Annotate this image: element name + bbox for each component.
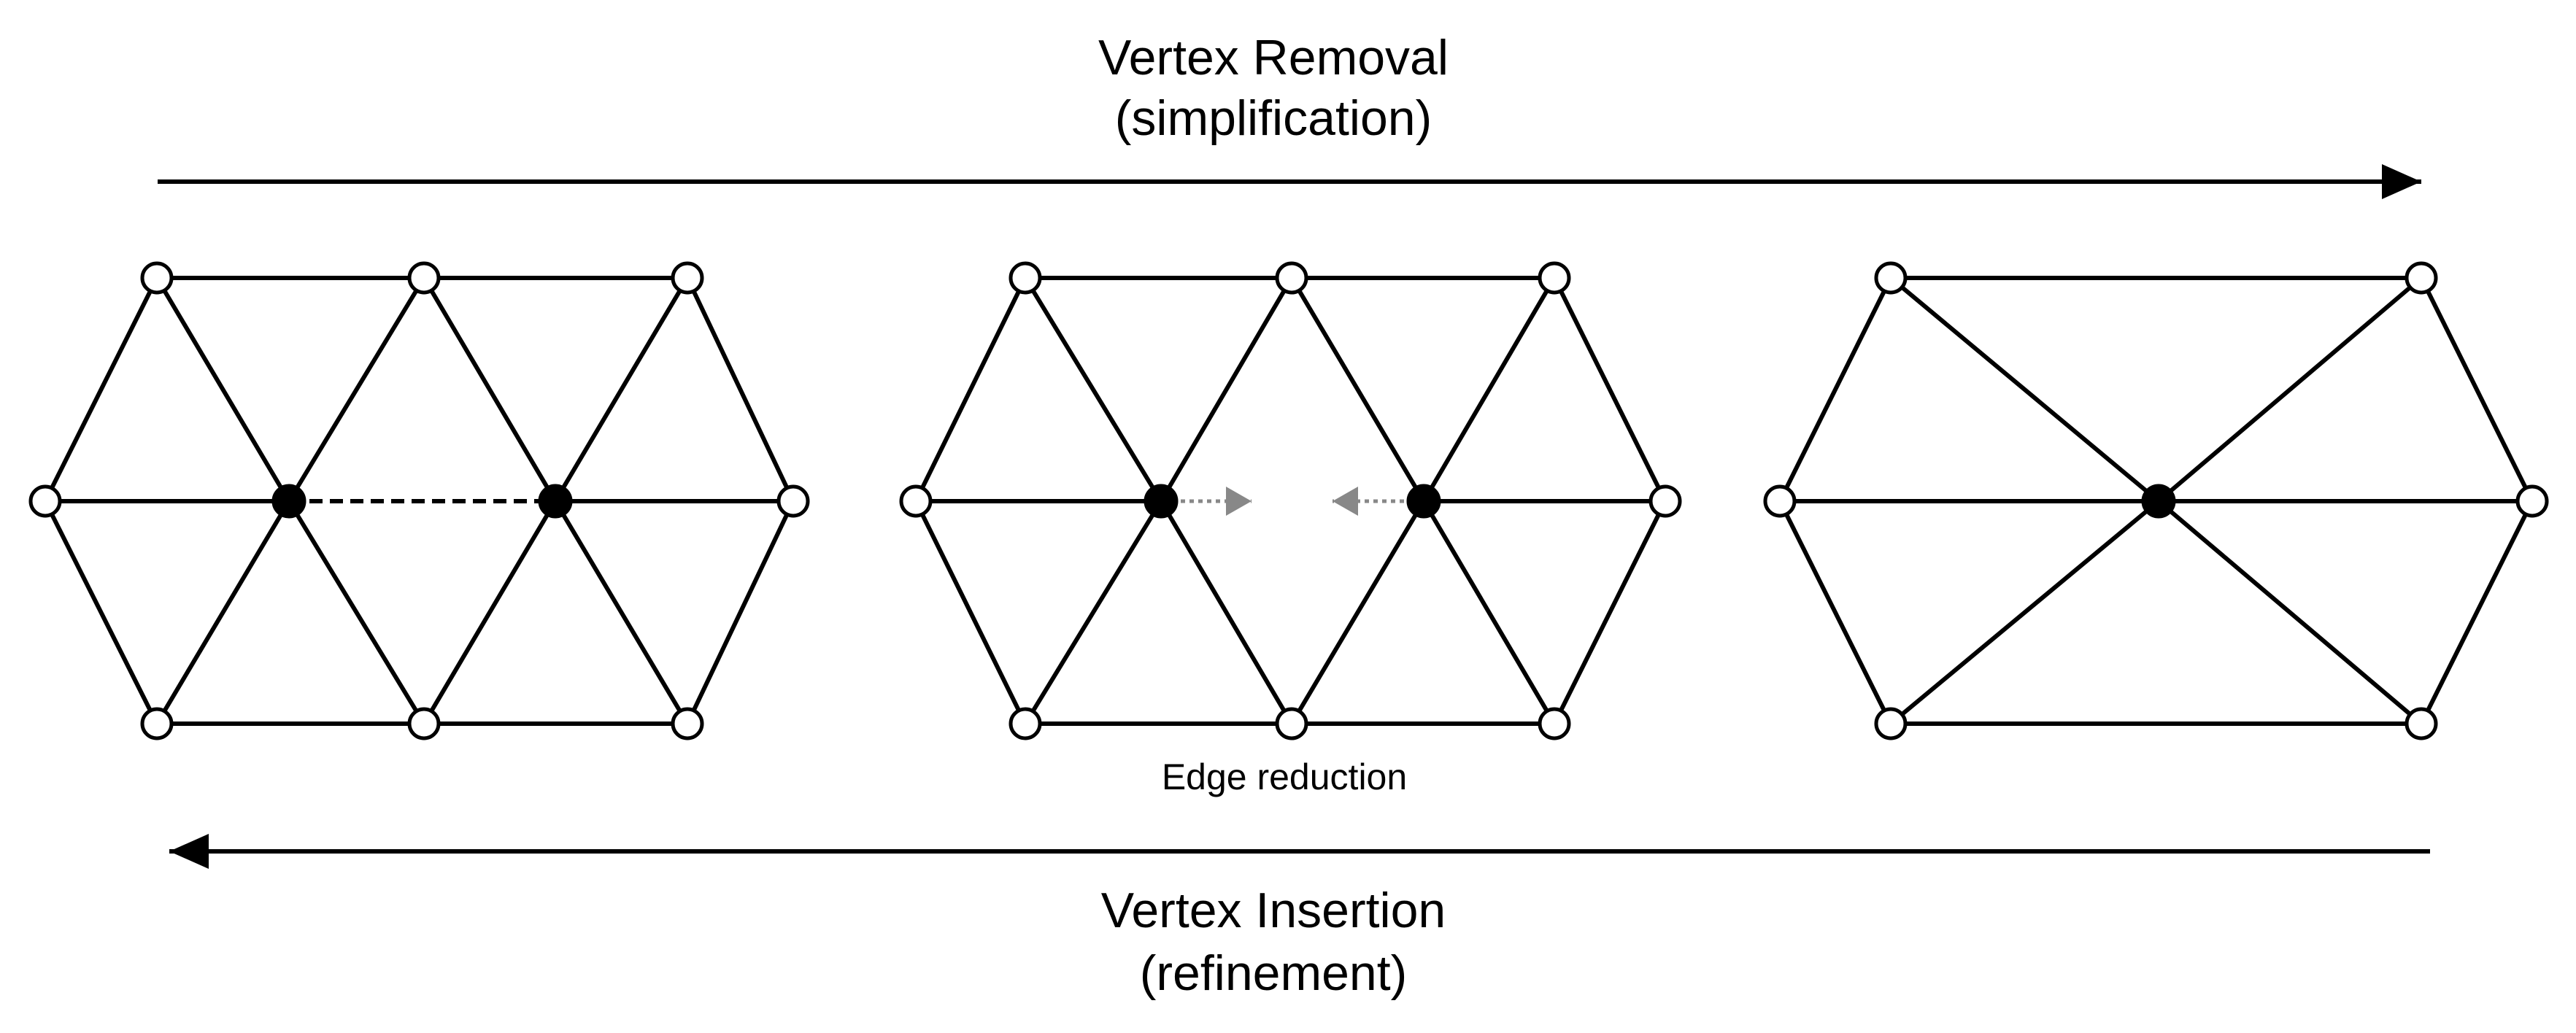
- vertex: [1538, 707, 1571, 740]
- vertex: [1538, 261, 1571, 295]
- mesh-original: [43, 276, 795, 726]
- active-vertex: [2141, 484, 2176, 519]
- vertex: [28, 484, 62, 518]
- vertex: [407, 707, 441, 740]
- vertex: [2405, 261, 2438, 295]
- mesh-edge-reduction: [914, 276, 1667, 726]
- active-vertex: [538, 484, 573, 519]
- vertex: [140, 707, 174, 740]
- vertex: [2405, 707, 2438, 740]
- vertex: [776, 484, 810, 518]
- mesh-simplified: [1778, 276, 2534, 726]
- top-subtitle: (simplification): [1115, 90, 1432, 146]
- vertex: [671, 707, 704, 740]
- vertex: [2515, 484, 2549, 518]
- vertex: [1009, 707, 1042, 740]
- vertex: [1874, 707, 1908, 740]
- bottom-title: Vertex Insertion: [1101, 883, 1446, 938]
- edge-reduction-caption: Edge reduction: [1162, 757, 1407, 797]
- vertex: [1874, 261, 1908, 295]
- active-vertex: [1144, 484, 1179, 519]
- vertex: [1275, 707, 1308, 740]
- vertex: [1648, 484, 1682, 518]
- vertex: [140, 261, 174, 295]
- vertex: [407, 261, 441, 295]
- mesh-simplified-vertices: [1763, 261, 2549, 740]
- vertex: [1009, 261, 1042, 295]
- vertex: [1763, 484, 1797, 518]
- mesh-edge-reduction-vertices: [899, 261, 1682, 740]
- active-vertex: [271, 484, 306, 519]
- mesh-original-vertices: [28, 261, 810, 740]
- active-vertex: [1406, 484, 1441, 519]
- bottom-subtitle: (refinement): [1140, 945, 1408, 1001]
- vertex: [899, 484, 933, 518]
- vertex: [671, 261, 704, 295]
- vertex: [1275, 261, 1308, 295]
- top-title: Vertex Removal: [1098, 30, 1449, 85]
